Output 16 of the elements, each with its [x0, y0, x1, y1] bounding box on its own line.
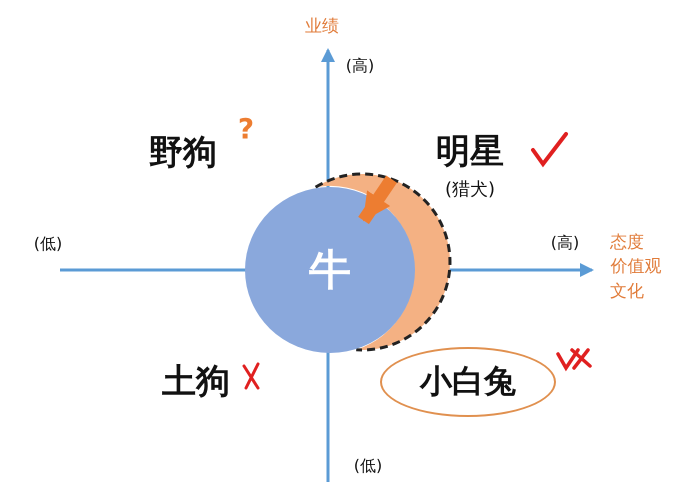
circle-node: 牛	[245, 187, 415, 353]
axis-title: 价值观	[610, 258, 662, 276]
question-mark: ?	[238, 114, 254, 146]
block-arrow	[358, 175, 397, 224]
axis-end-label: (高)	[346, 57, 374, 75]
axis-end-label: (低)	[34, 235, 62, 253]
quadrant-title: 明星	[436, 133, 504, 171]
subtitle: (猎犬)	[444, 180, 496, 200]
axis-title: 业绩	[305, 18, 339, 36]
axis-title: 态度	[610, 234, 644, 252]
quadrant-title: 土狗	[162, 363, 230, 401]
ellipse-node: 小白兔	[380, 347, 556, 417]
quadrant-title: 野狗	[149, 134, 217, 172]
axis-end-label: (低)	[354, 457, 382, 475]
axis-title: 文化	[610, 282, 644, 302]
axis-end-label: (高)	[550, 234, 580, 252]
